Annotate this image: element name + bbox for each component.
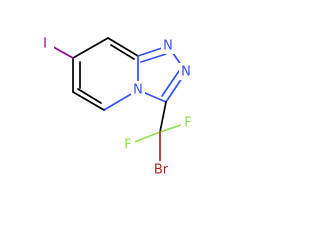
bond-c5-c6-double <box>77 88 102 104</box>
atom-label-fluorine-left: F <box>124 138 131 153</box>
f-left-label-bg <box>121 137 135 153</box>
atom-label-bromine: Br <box>154 163 169 178</box>
bond-c8-c8a <box>107 37 139 57</box>
atom-label-nitrogen-bridgehead: N <box>133 83 143 98</box>
atom-label-iodine: I <box>43 37 47 52</box>
n-top2-label-bg <box>179 63 193 80</box>
atom-label-fluorine-right: F <box>184 116 191 131</box>
molecule-structure: I N N N F F Br <box>40 36 195 178</box>
bond-c8-c8a-double <box>110 44 135 60</box>
bond-c8a-n1-double <box>140 53 167 63</box>
br-label-bg <box>151 161 171 178</box>
bond-cf2-f-left <box>131 131 161 144</box>
f-right-label-bg <box>181 115 195 131</box>
n-top1-label-bg <box>161 37 175 54</box>
bond-c7-c8 <box>72 37 109 59</box>
atom-label-nitrogen-1: N <box>163 39 173 54</box>
iodine-label-bg <box>40 37 54 53</box>
atom-label-nitrogen-2: N <box>181 65 191 80</box>
bond-n2-c3-double <box>161 70 180 97</box>
n-bridge-label-bg <box>131 81 145 98</box>
bond-c3-cf2 <box>159 101 167 133</box>
bond-cf2-f-right <box>159 123 185 133</box>
bond-c5-c6 <box>72 91 105 111</box>
